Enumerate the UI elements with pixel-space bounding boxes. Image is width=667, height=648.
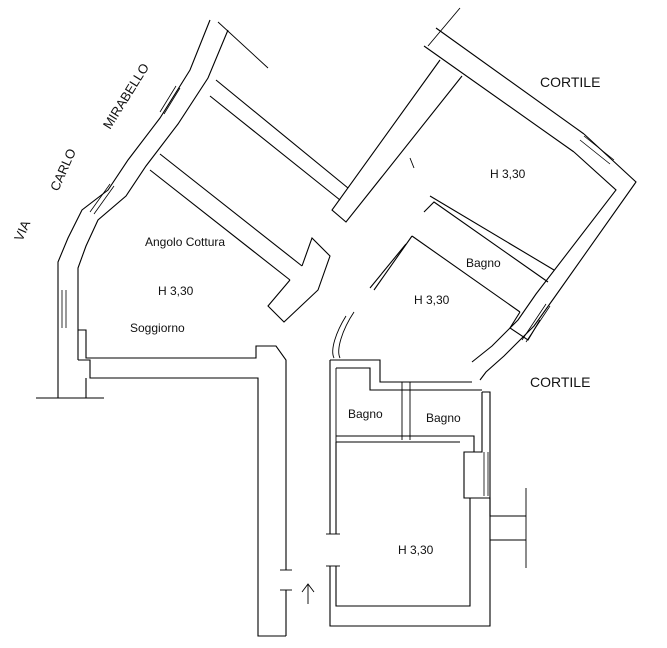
room-label-bathroom-1: Bagno — [348, 407, 383, 421]
room-height-left: H 3,30 — [158, 284, 194, 298]
courtyard-label-right: CORTILE — [530, 374, 590, 390]
room-height-middle-right: H 3,30 — [414, 293, 450, 307]
street-word-carlo: CARLO — [47, 146, 79, 193]
room-label-kitchen: Angolo Cottura — [145, 235, 225, 249]
room-height-upper-right: H 3,30 — [490, 167, 526, 181]
left-wing-walls — [36, 19, 349, 637]
up-arrow-icon — [301, 583, 315, 604]
right-wing-walls — [326, 7, 637, 627]
room-label-bathroom-right: Bagno — [466, 256, 501, 270]
street-word-mirabello: MIRABELLO — [100, 61, 152, 132]
room-label-living: Soggiorno — [130, 321, 185, 335]
room-height-bottom: H 3,30 — [398, 543, 434, 557]
room-label-bathroom-2: Bagno — [426, 411, 461, 425]
courtyard-label-top: CORTILE — [540, 74, 600, 90]
street-word-via: VIA — [11, 218, 33, 244]
